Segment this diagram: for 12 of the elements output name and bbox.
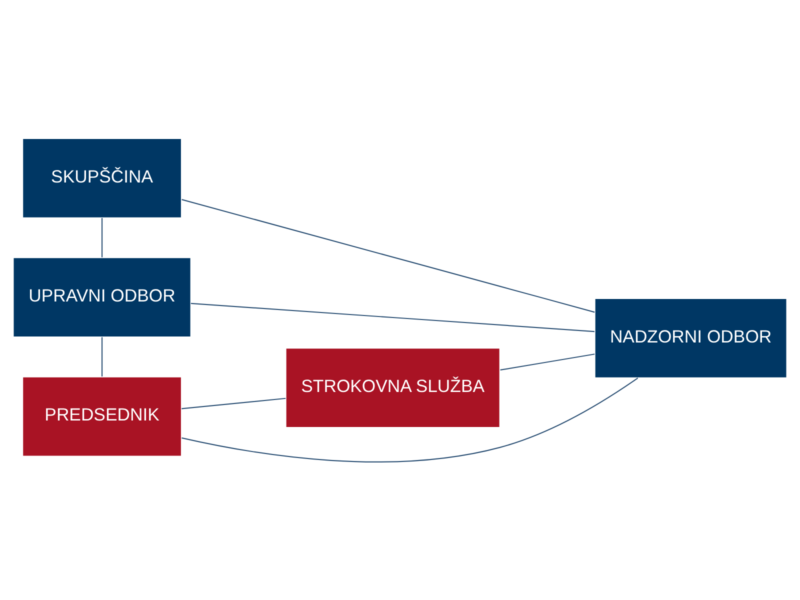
node-box: PREDSEDNIK: [22, 376, 182, 456]
node-box: STROKOVNA SLUŽBA: [285, 347, 500, 428]
connector: [500, 353, 595, 370]
node-box: NADZORNI ODBOR: [594, 297, 788, 378]
connector: [101, 218, 103, 257]
connector: [190, 302, 594, 332]
node-box: SKUPŠČINA: [22, 137, 182, 218]
connector: [182, 198, 595, 312]
node-box: UPRAVNI ODBOR: [12, 256, 192, 338]
connector: [182, 377, 638, 462]
connector: [182, 397, 286, 409]
connector: [101, 336, 103, 376]
